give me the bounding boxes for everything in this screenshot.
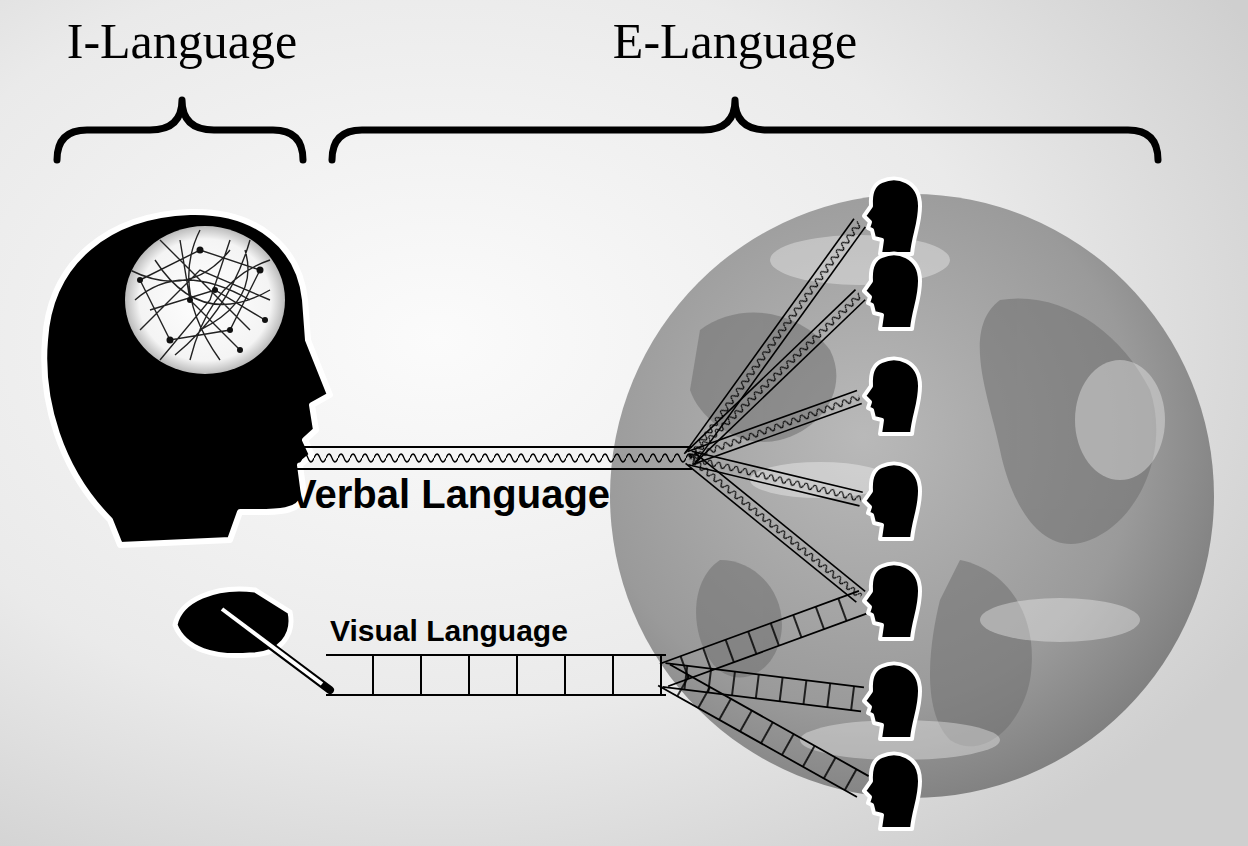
neuron xyxy=(167,337,174,344)
ladder-rail xyxy=(670,665,869,777)
verbal-branch xyxy=(688,390,862,464)
listener-head xyxy=(864,463,920,539)
channel-label-box: Verbal Language xyxy=(290,474,610,514)
ladder-rail xyxy=(326,694,666,696)
ladder-rungs xyxy=(658,665,869,798)
band-edge xyxy=(692,404,861,465)
visual-branch xyxy=(658,665,869,798)
speaker-head xyxy=(44,212,330,545)
channel-label-box: Visual Language xyxy=(330,616,568,646)
region-label-box: E-Language xyxy=(613,16,857,66)
head-silhouette xyxy=(44,212,330,545)
channel-label: Visual Language xyxy=(330,614,568,647)
neuron xyxy=(227,327,233,333)
band-edge xyxy=(688,390,857,451)
band-edge xyxy=(684,219,854,454)
brain xyxy=(125,226,285,374)
region-label: I-Language xyxy=(67,13,297,69)
pencil-body xyxy=(222,609,322,684)
neuron xyxy=(237,347,243,353)
visual-channel xyxy=(326,591,869,797)
sound-wave xyxy=(290,447,692,469)
listener-head xyxy=(864,663,920,739)
neuron-dots xyxy=(137,247,268,354)
sound-wave xyxy=(686,453,866,603)
cloud xyxy=(1075,360,1165,480)
earth-globe xyxy=(610,194,1214,798)
listener-head xyxy=(864,563,920,639)
band-edge xyxy=(695,300,865,463)
writing-hand xyxy=(175,589,330,690)
neural-network xyxy=(130,230,270,360)
cloud xyxy=(770,235,950,285)
band-edge xyxy=(694,453,865,592)
ladder-rungs xyxy=(326,655,666,695)
listener-head xyxy=(864,253,920,329)
sound-wave xyxy=(688,390,862,464)
listener-head xyxy=(864,178,920,254)
neuron xyxy=(187,297,193,303)
continent xyxy=(930,560,1032,746)
visual-trunk xyxy=(326,655,666,695)
listener-heads xyxy=(864,178,920,829)
e-language-brace xyxy=(332,100,1158,160)
neuron xyxy=(197,247,204,254)
region-label-box: I-Language xyxy=(67,16,297,66)
channel-label: Verbal Language xyxy=(290,472,610,516)
verbal-branch xyxy=(685,290,865,463)
ladder-rail xyxy=(326,654,666,656)
listener-head xyxy=(864,358,920,434)
cloud xyxy=(980,598,1140,642)
verbal-trunk xyxy=(290,447,692,469)
band-edge xyxy=(290,468,692,470)
region-label: E-Language xyxy=(613,13,857,69)
sound-wave xyxy=(685,290,865,463)
verbal-branch xyxy=(686,453,866,603)
globe-disc xyxy=(610,194,1214,798)
verbal-channel xyxy=(290,219,865,602)
neuron xyxy=(137,277,143,283)
band-edge xyxy=(290,446,692,448)
pencil-outline xyxy=(215,604,330,690)
neuron-links xyxy=(130,230,270,360)
i-language-brace xyxy=(57,100,303,160)
listener-head xyxy=(864,753,920,829)
neuron xyxy=(257,267,264,274)
brace xyxy=(57,100,1158,160)
band-edge xyxy=(686,463,857,602)
neuron xyxy=(212,287,218,293)
ladder-rail xyxy=(658,685,857,797)
neuron xyxy=(262,317,268,323)
